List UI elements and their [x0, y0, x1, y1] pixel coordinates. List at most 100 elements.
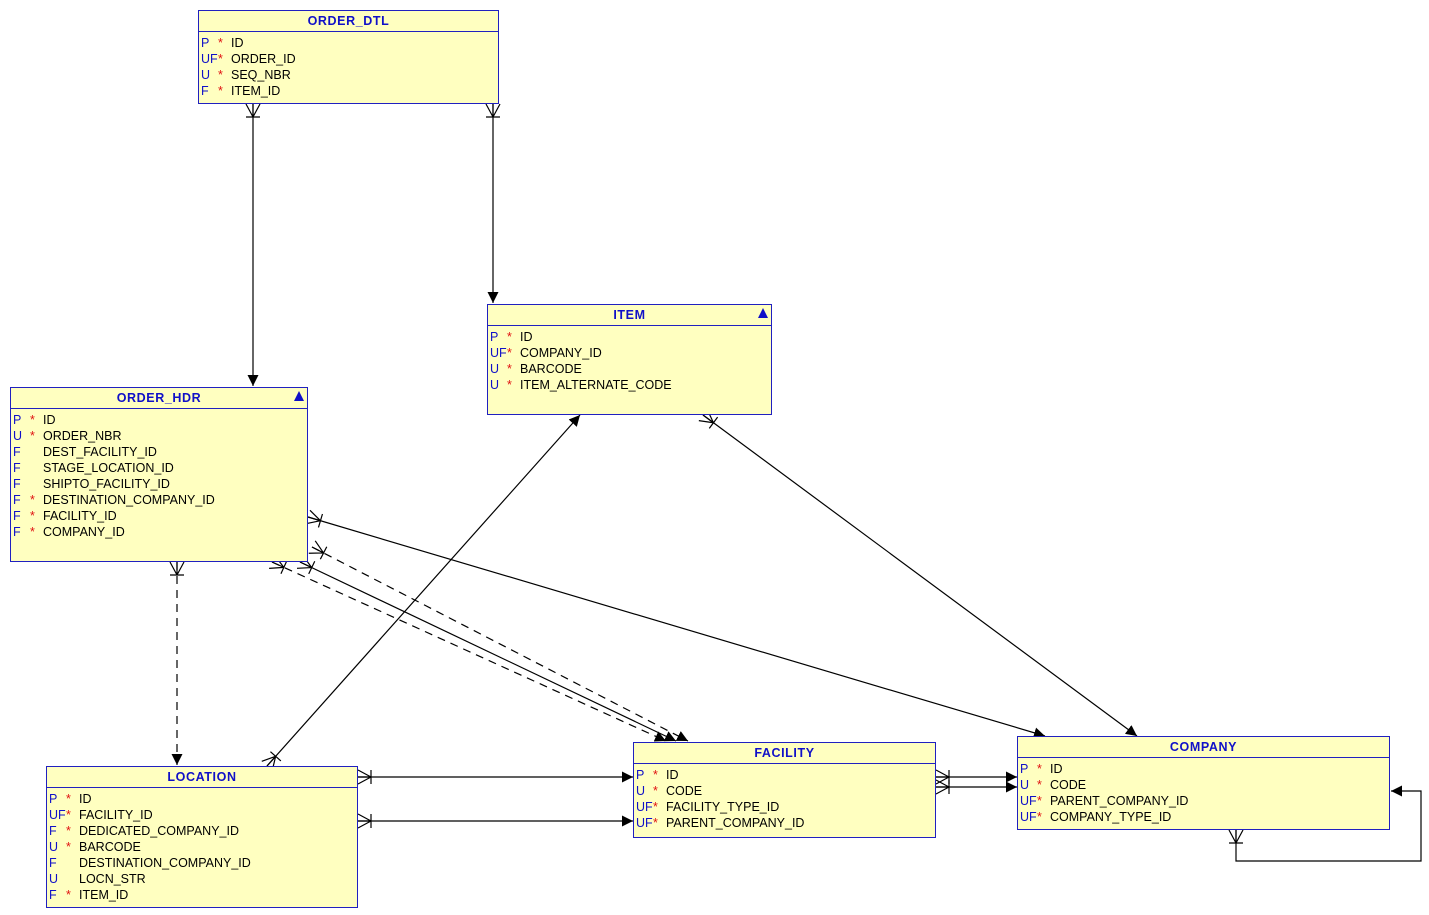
column-row[interactable]: P*ID [199, 35, 498, 51]
column-row[interactable]: F*COMPANY_ID [11, 524, 307, 540]
column-row[interactable]: U*BARCODE [488, 361, 771, 377]
key-marker: P [490, 330, 499, 344]
column-name: ITEM_ID [79, 888, 129, 902]
column-name: ID [520, 330, 533, 344]
column-name: DEST_FACILITY_ID [43, 445, 157, 459]
column-name: ITEM_ALTERNATE_CODE [520, 378, 672, 392]
column-row[interactable]: UF*COMPANY_ID [488, 345, 771, 361]
column-name: ID [1050, 762, 1063, 776]
column-row[interactable]: P*ID [47, 791, 357, 807]
column-name: PARENT_COMPANY_ID [666, 816, 805, 830]
key-marker: P [49, 792, 58, 806]
column-row[interactable]: UF*ORDER_ID [199, 51, 498, 67]
column-row[interactable]: F * DESTINATION_COMPANY_ID [11, 492, 307, 508]
required-marker: * [653, 768, 658, 782]
key-marker: UF [490, 346, 507, 360]
column-name: COMPANY_ID [43, 525, 125, 539]
relationship-line-order_hdr-facility[interactable] [311, 546, 689, 742]
required-marker: * [507, 378, 512, 392]
crows-foot-many-icon [305, 509, 324, 528]
column-row[interactable]: F*ITEM_ID [47, 887, 357, 903]
column-row[interactable]: F DEST_FACILITY_ID [11, 444, 307, 460]
required-marker: * [66, 808, 71, 822]
entity-header: ITEM [488, 305, 771, 326]
required-marker: * [1037, 762, 1042, 776]
relationship-line-order_hdr-facility[interactable] [271, 561, 667, 742]
column-row[interactable]: UF*COMPANY_TYPE_ID [1018, 809, 1389, 825]
key-marker: F [201, 84, 209, 98]
key-marker: P [1020, 762, 1029, 776]
relationship-line-order_hdr-facility[interactable] [299, 561, 677, 742]
column-row[interactable]: UF*FACILITY_ID [47, 807, 357, 823]
column-name: SHIPTO_FACILITY_ID [43, 477, 170, 491]
column-row[interactable]: F*ITEM_ID [199, 83, 498, 99]
relationship-line-item-company[interactable] [702, 414, 1138, 737]
required-marker: * [1037, 810, 1042, 824]
key-marker: U [201, 68, 211, 82]
column-row[interactable]: UF*PARENT_COMPANY_ID [1018, 793, 1389, 809]
crows-foot-many-icon [357, 813, 372, 829]
key-marker: UF [1020, 794, 1037, 808]
column-row[interactable]: F STAGE_LOCATION_ID [11, 460, 307, 476]
key-marker: F [13, 493, 21, 507]
column-row[interactable]: P*ID [488, 329, 771, 345]
column-name: ID [43, 413, 56, 427]
key-marker: U [636, 784, 646, 798]
column-row[interactable]: F*FACILITY_ID [11, 508, 307, 524]
required-marker: * [66, 840, 71, 854]
collapse-triangle-icon[interactable] [758, 308, 768, 318]
column-row[interactable]: U*ORDER_NBR [11, 428, 307, 444]
column-row[interactable]: P*ID [634, 767, 935, 783]
key-marker: F [13, 461, 21, 475]
column-name: BARCODE [520, 362, 582, 376]
relationship-line-location-item[interactable] [266, 414, 581, 767]
column-row[interactable]: U*CODE [1018, 777, 1389, 793]
column-row[interactable]: P * ID [1018, 761, 1389, 777]
column-row[interactable]: UF*FACILITY_TYPE_ID [634, 799, 935, 815]
column-name: DESTINATION_COMPANY_ID [43, 493, 215, 507]
required-marker: * [30, 493, 35, 507]
crows-foot-many-icon [261, 751, 282, 771]
column-name: DEDICATED_COMPANY_ID [79, 824, 239, 838]
collapse-triangle-icon[interactable] [294, 391, 304, 401]
entity-title: ITEM [613, 308, 646, 322]
column-row[interactable]: U*ITEM_ALTERNATE_CODE [488, 377, 771, 393]
key-marker: UF [49, 808, 66, 822]
column-row[interactable]: F*DEDICATED_COMPANY_ID [47, 823, 357, 839]
entity-title: COMPANY [1169, 740, 1238, 754]
key-marker: F [13, 445, 21, 459]
column-name: CODE [666, 784, 703, 798]
column-row[interactable]: UF*PARENT_COMPANY_ID [634, 815, 935, 831]
key-marker: P [13, 413, 22, 427]
key-marker: UF [636, 800, 653, 814]
column-name: COMPANY_ID [520, 346, 602, 360]
entity-header: ORDER_HDR [11, 388, 307, 409]
key-marker: UF [636, 816, 653, 830]
crows-foot-many-icon [935, 769, 950, 785]
relationship-line-order_hdr-company[interactable] [307, 516, 1046, 739]
column-row[interactable]: U*BARCODE [47, 839, 357, 855]
required-marker: * [218, 84, 223, 98]
required-marker: * [66, 792, 71, 806]
key-marker: F [49, 856, 57, 870]
column-row[interactable]: U*SEQ_NBR [199, 67, 498, 83]
column-row[interactable]: U*CODE [634, 783, 935, 799]
key-marker: F [49, 824, 57, 838]
crows-foot-many-icon [169, 561, 185, 576]
relationship-line-company-company[interactable] [1235, 785, 1422, 862]
crows-foot-many-icon [269, 555, 288, 574]
column-name: CODE [1050, 778, 1087, 792]
column-row[interactable]: P*ID [11, 412, 307, 428]
column-name: STAGE_LOCATION_ID [43, 461, 174, 475]
